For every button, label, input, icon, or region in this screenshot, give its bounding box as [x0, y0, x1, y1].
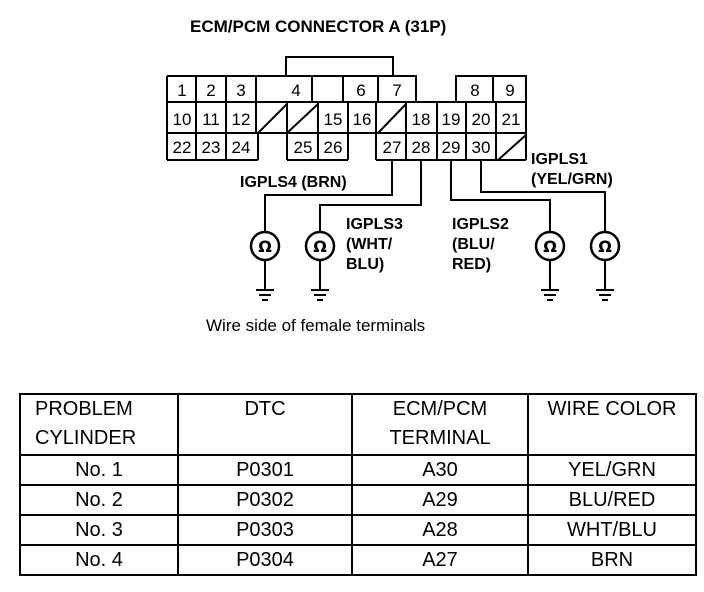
pin-label: 28 — [412, 138, 431, 157]
pin-label: 2 — [206, 81, 215, 100]
pin-label: 12 — [232, 110, 251, 129]
table-row: No. 4 P0304 A27 BRN — [19, 544, 697, 576]
pin-label: 25 — [294, 138, 313, 157]
pin-label: 27 — [383, 138, 402, 157]
pin-label: 29 — [442, 138, 461, 157]
pin-label: 22 — [173, 138, 192, 157]
ground-icon — [311, 260, 329, 301]
pin-label: 19 — [442, 110, 461, 129]
svg-text:Ω: Ω — [258, 237, 272, 256]
ohmmeter-icon: Ω — [534, 230, 566, 262]
cell-wire-color: WHT/BLU — [527, 514, 697, 546]
ohmmeter-icon: Ω — [304, 230, 336, 262]
svg-text:Ω: Ω — [543, 237, 557, 256]
pin-label: 4 — [291, 81, 300, 100]
wire-label-igpls4: IGPLS4 (BRN) — [240, 174, 347, 191]
pin-label: 20 — [472, 110, 491, 129]
wire-label-igpls1: IGPLS1 — [531, 151, 588, 168]
ground-icon — [256, 260, 274, 301]
cell-cylinder: No. 4 — [19, 544, 179, 576]
pin-numbers: 1 2 3 4 6 7 8 9 10 11 12 15 16 18 19 20 … — [173, 81, 521, 157]
pin-label: 3 — [236, 81, 245, 100]
wire-labels: IGPLS4 (BRN) IGPLS3 (WHT/ BLU) IGPLS2 (B… — [240, 151, 613, 273]
wire-label-igpls2: RED) — [452, 256, 491, 273]
pin-label: 30 — [472, 138, 491, 157]
pin-label: 8 — [470, 81, 479, 100]
pin-label: 23 — [202, 138, 221, 157]
cell-wire-color: YEL/GRN — [527, 454, 697, 486]
wire-label-igpls3: IGPLS3 — [346, 216, 403, 233]
wire-label-igpls1: (YEL/GRN) — [531, 171, 613, 188]
cell-terminal: A29 — [351, 484, 529, 516]
pin-label: 26 — [324, 138, 343, 157]
ground-icon — [596, 260, 614, 301]
connector-diagram: ECM/PCM CONNECTOR A (31P) — [166, 17, 621, 335]
pin-label: 9 — [505, 81, 514, 100]
wire-label-igpls2: IGPLS2 — [452, 216, 509, 233]
table-row: No. 3 P0303 A28 WHT/BLU — [19, 514, 697, 546]
cell-terminal: A30 — [351, 454, 529, 486]
cell-cylinder: No. 2 — [19, 484, 179, 516]
table-row: No. 1 P0301 A30 YEL/GRN — [19, 454, 697, 486]
svg-text:Ω: Ω — [313, 237, 327, 256]
pin-label: 6 — [356, 81, 365, 100]
connector-outline — [166, 56, 527, 161]
cell-wire-color: BLU/RED — [527, 484, 697, 516]
pin-label: 18 — [412, 110, 431, 129]
wire-igpls2 — [450, 160, 551, 232]
cell-cylinder: No. 1 — [19, 454, 179, 486]
wire-label-igpls2: (BLU/ — [452, 236, 495, 253]
cell-wire-color: BRN — [527, 544, 697, 576]
ohmmeter-icon: Ω — [589, 230, 621, 262]
cell-dtc: P0302 — [177, 484, 353, 516]
cell-dtc: P0304 — [177, 544, 353, 576]
pin-label: 11 — [202, 110, 220, 129]
pin-label: 15 — [324, 110, 343, 129]
pin-label: 16 — [353, 110, 372, 129]
cell-terminal: A28 — [351, 514, 529, 546]
wire-igpls1 — [480, 160, 606, 232]
ground-symbols — [256, 260, 614, 301]
svg-text:Ω: Ω — [598, 237, 612, 256]
diagram-caption: Wire side of female terminals — [206, 316, 425, 335]
pin-label: 7 — [392, 81, 401, 100]
header-dtc: DTC — [177, 393, 353, 456]
cell-dtc: P0301 — [177, 454, 353, 486]
pin-label: 21 — [502, 110, 521, 129]
cell-dtc: P0303 — [177, 514, 353, 546]
wire-label-igpls3: BLU) — [346, 256, 384, 273]
ohmmeter-symbols: Ω Ω Ω Ω — [249, 230, 621, 262]
cell-terminal: A27 — [351, 544, 529, 576]
header-wire-color: WIRE COLOR — [527, 393, 697, 456]
wire-igpls4 — [264, 160, 393, 232]
pin-label: 1 — [177, 81, 186, 100]
wire-igpls3 — [319, 160, 422, 232]
wires — [264, 160, 606, 232]
connector-title: ECM/PCM CONNECTOR A (31P) — [190, 17, 446, 36]
pin-label: 10 — [173, 110, 192, 129]
table-row: No. 2 P0302 A29 BLU/RED — [19, 484, 697, 516]
ohmmeter-icon: Ω — [249, 230, 281, 262]
wire-label-igpls3: (WHT/ — [346, 236, 393, 253]
ground-icon — [541, 260, 559, 301]
pin-label: 24 — [232, 138, 251, 157]
cell-cylinder: No. 3 — [19, 514, 179, 546]
